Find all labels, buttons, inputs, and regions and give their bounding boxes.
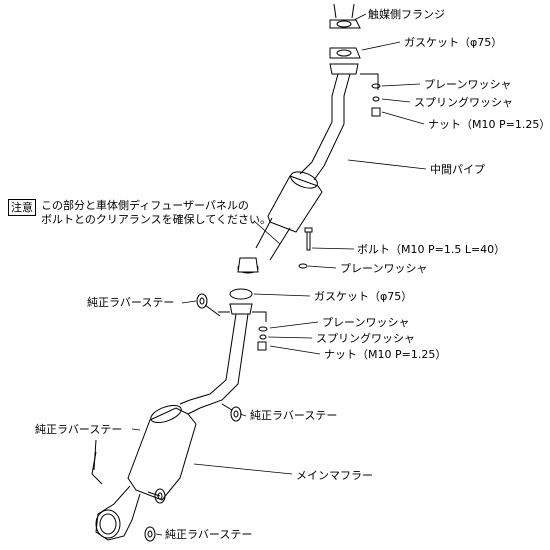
leader-lines <box>131 13 427 536</box>
caution-line-1: この部分と車体側ディフューザーパネルの <box>41 199 249 212</box>
fasteners-top <box>360 73 381 117</box>
center-pipe <box>237 63 359 274</box>
fasteners-low <box>252 311 268 351</box>
label-rubber-stay-3: 純正ラバーステー <box>35 423 123 436</box>
main-muffler-shape <box>91 404 197 541</box>
label-gasket-mid: ガスケット（φ75） <box>314 290 413 303</box>
label-center-pipe: 中間パイプ <box>430 163 485 176</box>
label-bolt: ボルト（M10 P=1.5 L=40） <box>357 243 506 256</box>
label-gasket-top: ガスケット（φ75） <box>404 36 503 49</box>
label-rubber-stay-2: 純正ラバーステー <box>250 409 338 422</box>
label-nut-low: ナット（M10 P=1.25） <box>324 348 447 361</box>
label-plain-washer-top: プレーンワッシャ <box>424 78 512 91</box>
label-plain-washer-low: プレーンワッシャ <box>322 316 410 329</box>
caution-tag: 注意 <box>8 199 36 216</box>
gasket-top <box>329 47 361 59</box>
caution-line-2: ボルトとのクリアランスを確保してください。 <box>41 213 272 226</box>
bolt <box>298 227 313 269</box>
exhaust-drawing <box>91 3 427 542</box>
label-main-muffler: メインマフラー <box>296 469 373 482</box>
rubber-stays <box>93 293 242 542</box>
label-spring-washer-top: スプリングワッシャ <box>414 96 513 109</box>
label-rubber-stay-4: 純正ラバーステー <box>165 528 253 541</box>
catalyst-flange <box>329 3 361 29</box>
caution-note: この部分と車体側ディフューザーパネルの ボルトとのクリアランスを確保してください… <box>41 199 271 227</box>
tail-pipe <box>179 303 253 415</box>
label-nut-top: ナット（M10 P=1.25） <box>428 118 550 131</box>
label-catalyst-flange: 触媒側フランジ <box>368 8 445 21</box>
label-plain-washer-mid: プレーンワッシャ <box>340 262 428 275</box>
label-spring-washer-low: スプリングワッシャ <box>316 332 415 345</box>
exhaust-diagram: 注意 この部分と車体側ディフューザーパネルの ボルトとのクリアランスを確保してく… <box>8 3 550 542</box>
gasket-mid <box>229 288 253 300</box>
label-rubber-stay-1: 純正ラバーステー <box>87 296 175 309</box>
